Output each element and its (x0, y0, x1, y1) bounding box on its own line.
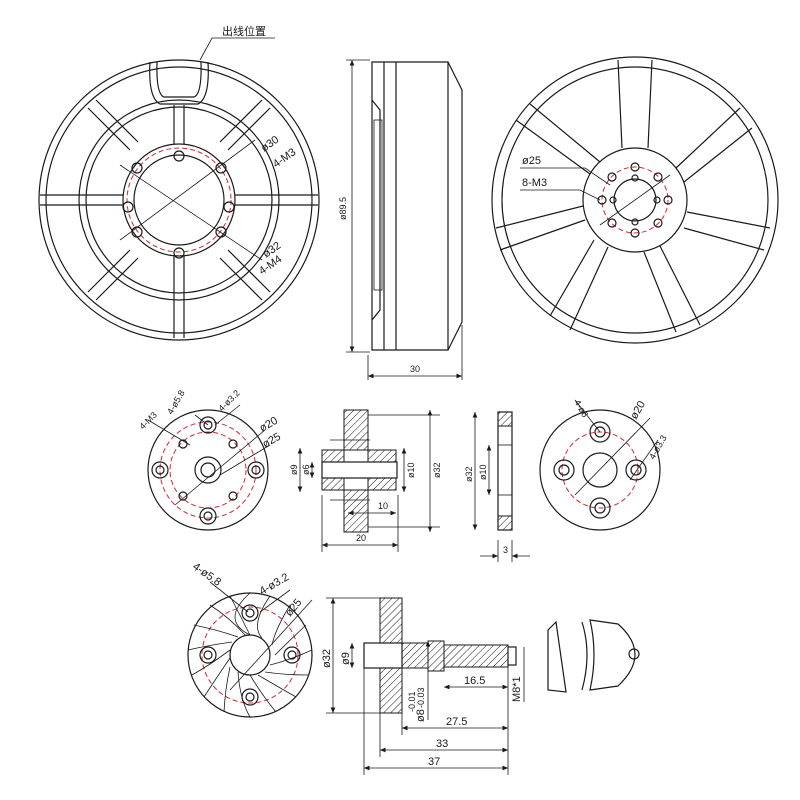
plate-front-view (539, 399, 661, 531)
prop-shaft-tol-lo-label: -0.03 (416, 687, 426, 708)
plate-section-d32-label: ø32 (464, 466, 474, 482)
motor-front-d30-label: ø30 (259, 134, 281, 155)
prop-shaft-d9-label: ø9 (340, 652, 352, 665)
prop-shaft-d8-label: ø8 (415, 709, 427, 722)
adapter-top-d32-label: 4-ø3.2 (216, 388, 241, 413)
adapter-top-m3-label: 4-M3 (137, 410, 159, 432)
prop-shaft-thread-label: M8*1 (511, 676, 523, 702)
adapter-section-len10-label: 10 (378, 501, 388, 511)
outlet-position-label: 出线位置 (222, 24, 266, 38)
adapter-section-d10-label: ø10 (406, 462, 416, 478)
prop-shaft-view (326, 597, 640, 775)
prop-shaft-l165-label: 16.5 (464, 675, 485, 687)
adapter-section-d6-label: ø6 (301, 464, 311, 475)
plate-section-d10-label: ø10 (478, 464, 488, 480)
motor-side-dia-label: ø89.5 (338, 197, 348, 220)
prop-shaft-l37-label: 37 (428, 756, 440, 768)
motor-side-view (346, 59, 463, 380)
motor-back-d25-label: ø25 (522, 155, 541, 167)
motor-back-m3-label: 8-M3 (522, 177, 547, 189)
prop-adapter-d58-label: 4-ø5.8 (190, 561, 223, 589)
motor-back-view (491, 56, 779, 344)
adapter-section-view (297, 409, 440, 552)
prop-shaft-l275-label: 27.5 (446, 716, 467, 728)
adapter-top-view (147, 404, 271, 531)
motor-side-width-label: 30 (410, 364, 420, 374)
plate-front-d20-label: ø20 (628, 399, 648, 421)
prop-adapter-d32-label: 4-ø3.2 (258, 571, 292, 597)
adapter-section-len20-label: 20 (356, 533, 366, 543)
adapter-section-d32-label: ø32 (432, 462, 442, 478)
motor-front-m3-label: 4-M3 (271, 146, 298, 170)
prop-shaft-tol-hi-label: -0.01 (407, 691, 417, 712)
prop-shaft-d32-label: ø32 (321, 649, 333, 668)
plate-section-t3-label: 3 (503, 545, 508, 555)
prop-shaft-l33-label: 33 (436, 738, 448, 750)
motor-front-view (38, 37, 320, 341)
plate-section-view (472, 411, 530, 562)
adapter-top-d58-label: 4-ø5.8 (165, 388, 187, 416)
adapter-section-d9-label: ø9 (289, 464, 299, 475)
prop-adapter-d25-label: ø25 (283, 597, 304, 619)
prop-adapter-front-view (187, 581, 313, 718)
